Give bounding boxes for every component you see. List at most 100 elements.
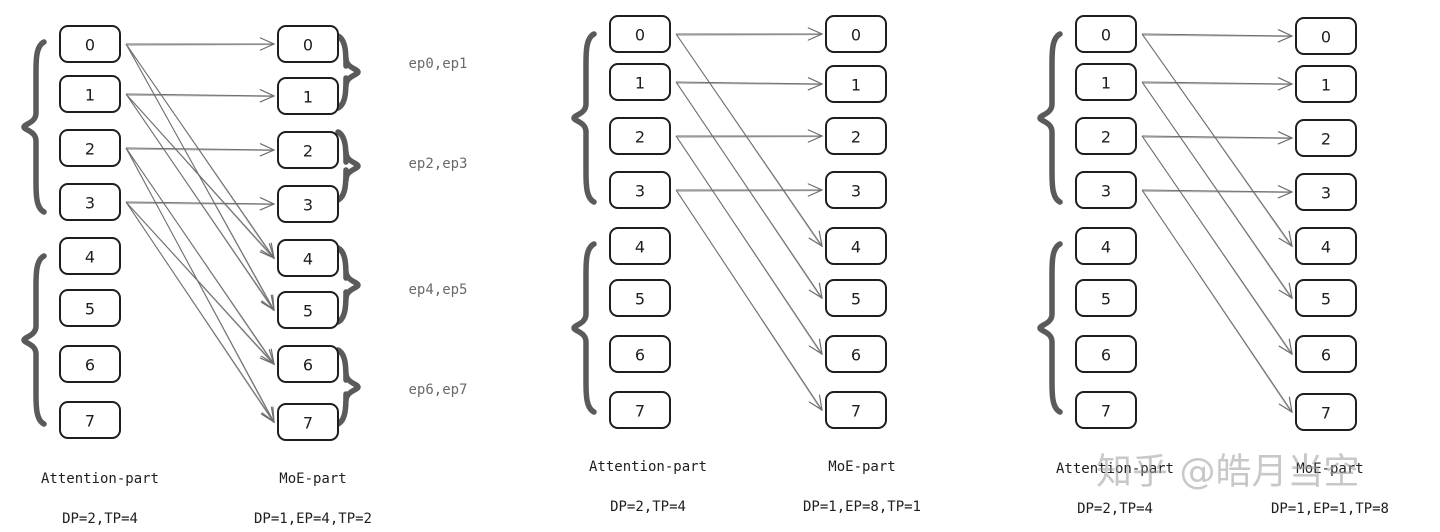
panel-3-arrow-1-to-1: [1141, 77, 1294, 91]
panel-1-right-box-6: 6: [277, 345, 339, 383]
panel-1-left-box-0: 0: [59, 25, 121, 63]
panel-3-moe-label: MoE-part: [1296, 461, 1363, 477]
panel-1-ep-group-brace-1: [335, 129, 361, 203]
panel-2-left-box-5-label: 5: [635, 290, 645, 309]
panel-3-left-box-2-label: 2: [1101, 128, 1111, 147]
panel-3-moe-config: DP=1,EP=1,TP=8: [1271, 501, 1389, 517]
panel-3-right-box-5: 5: [1295, 279, 1357, 317]
panel-1-arrow-2-to-2: [125, 143, 276, 157]
panel-1-arrow-3-to-3: [125, 197, 276, 211]
panel-3-left-box-7: 7: [1075, 391, 1137, 429]
panel-2-moe-config: DP=1,EP=8,TP=1: [803, 499, 921, 515]
panel-3-attention-label: Attention-part: [1056, 461, 1174, 477]
panel-2-moe-label: MoE-part: [828, 459, 895, 475]
panel-2-arrow-3-to-7: [675, 189, 823, 412]
panel-3-attention-group-brace-1: [1037, 241, 1063, 415]
panel-1-right-box-1: 1: [277, 77, 339, 115]
panel-2-arrow-1-to-1: [675, 77, 824, 91]
panel-1-arrow-2-to-6: [125, 147, 275, 366]
panel-2-right-box-5-label: 5: [851, 290, 861, 309]
panel-2-right-box-1-label: 1: [851, 76, 861, 95]
panel-2-left-box-6-label: 6: [635, 346, 645, 365]
panel-1-left-box-4: 4: [59, 237, 121, 275]
panel-1-left-box-3: 3: [59, 183, 121, 221]
panel-2-left-box-7: 7: [609, 391, 671, 429]
panel-3-right-box-7-label: 7: [1321, 404, 1331, 423]
panel-3-left-box-6-label: 6: [1101, 346, 1111, 365]
panel-1-right-box-3: 3: [277, 185, 339, 223]
panel-3-right-box-2-label: 2: [1321, 130, 1331, 149]
panel-1-moe-config: DP=1,EP=4,TP=2: [254, 511, 372, 527]
panel-1-arrow-0-to-0: [126, 37, 276, 51]
panel-3-left-box-4: 4: [1075, 227, 1137, 265]
panel-1-left-box-4-label: 4: [85, 248, 95, 267]
panel-2-right-box-5: 5: [825, 279, 887, 317]
panel-2-right-box-1: 1: [825, 65, 887, 103]
panel-3-left-box-2: 2: [1075, 117, 1137, 155]
panel-1-ep-label-3: ep6,ep7: [408, 382, 467, 398]
panel-2-right-box-6: 6: [825, 335, 887, 373]
panel-1-left-box-5-label: 5: [85, 300, 95, 319]
panel-2-attention-config: DP=2,TP=4: [610, 499, 686, 515]
panel-1-right-box-2-label: 2: [303, 142, 313, 161]
panel-1-right-box-3-label: 3: [303, 196, 313, 215]
panel-2-right-box-4-label: 4: [851, 238, 861, 257]
panel-3-right-box-1-label: 1: [1321, 76, 1331, 95]
panel-1-attention-group-brace-1: [21, 253, 47, 427]
panel-1-ep-label-1: ep2,ep3: [408, 156, 467, 172]
panel-1-arrow-1-to-4: [125, 93, 275, 260]
panel-2-left-box-3: 3: [609, 171, 671, 209]
panel-1-right-box-5: 5: [277, 291, 339, 329]
panel-1-right-box-7: 7: [277, 403, 339, 441]
panel-1-left-box-3-label: 3: [85, 194, 95, 213]
panel-3-arrow-2-to-6: [1141, 135, 1293, 356]
panel-2-left-box-6: 6: [609, 335, 671, 373]
panel-1-moe-label: MoE-part: [279, 471, 346, 487]
panel-1-right-box-6-label: 6: [303, 356, 313, 375]
panel-2-left-box-3-label: 3: [635, 182, 645, 201]
panel-1-ep-label-0: ep0,ep1: [408, 56, 467, 72]
panel-3-right-box-1: 1: [1295, 65, 1357, 103]
panel-1-right-box-4: 4: [277, 239, 339, 277]
panel-3-right-box-0: 0: [1295, 17, 1357, 55]
panel-1-ep-group-brace-2: [335, 245, 361, 325]
panel-3-right-box-5-label: 5: [1321, 290, 1331, 309]
panel-3-right-box-2: 2: [1295, 119, 1357, 157]
panel-1-left-box-2: 2: [59, 129, 121, 167]
panel-1-left-box-6: 6: [59, 345, 121, 383]
panel-2-arrow-2-to-2: [676, 129, 824, 143]
panel-1-ep-label-2: ep4,ep5: [408, 282, 467, 298]
panel-3-left-box-0: 0: [1075, 15, 1137, 53]
panel-3-attention-group-brace-0: [1037, 31, 1063, 205]
panel-2-right-box-2-label: 2: [851, 128, 861, 147]
panel-3-left-box-1-label: 1: [1101, 74, 1111, 93]
panel-2-left-box-1: 1: [609, 63, 671, 101]
panel-2-right-box-0: 0: [825, 15, 887, 53]
panel-2-arrow-3-to-3: [676, 183, 824, 197]
panel-3-left-box-7-label: 7: [1101, 402, 1111, 421]
panel-3-right-box-4-label: 4: [1321, 238, 1331, 257]
panel-3-left-box-3-label: 3: [1101, 182, 1111, 201]
panel-3-right-box-4: 4: [1295, 227, 1357, 265]
panel-2-right-box-6-label: 6: [851, 346, 861, 365]
panel-3-left-box-5: 5: [1075, 279, 1137, 317]
panel-3-arrow-0-to-0: [1141, 29, 1294, 43]
panel-1-ep-group-brace-0: [335, 33, 361, 111]
panel-3-arrow-2-to-2: [1141, 131, 1294, 145]
panel-1-attention-config: DP=2,TP=4: [62, 511, 138, 527]
watermark-text: 知乎 @皓月当空: [1096, 452, 1359, 493]
panel-3-arrow-3-to-3: [1141, 185, 1294, 199]
panel-1-arrow-2-to-7: [125, 147, 275, 424]
panel-2-left-box-1-label: 1: [635, 74, 645, 93]
panel-1-arrow-1-to-1: [125, 89, 276, 103]
panel-2-right-box-7-label: 7: [851, 402, 861, 421]
panel-1-left-box-7-label: 7: [85, 412, 95, 431]
panel-3-right-box-3: 3: [1295, 173, 1357, 211]
panel-2-left-box-0-label: 0: [635, 26, 645, 45]
panel-1-left-box-6-label: 6: [85, 356, 95, 375]
panel-3-left-box-4-label: 4: [1101, 238, 1111, 257]
panel-1-left-box-2-label: 2: [85, 140, 95, 159]
panel-2-left-box-2-label: 2: [635, 128, 645, 147]
